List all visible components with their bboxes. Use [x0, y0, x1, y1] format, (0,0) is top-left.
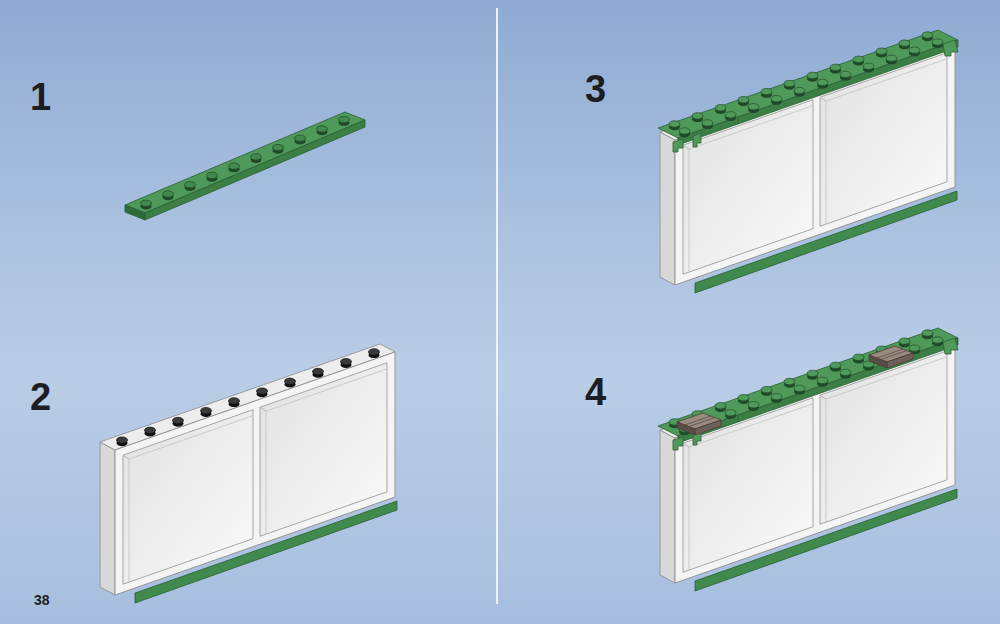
page-number: 38: [34, 593, 50, 607]
divider-line: [496, 8, 498, 604]
window-frame: [100, 344, 397, 603]
step-number: 3: [585, 70, 606, 108]
window-frame-with-plates: [658, 30, 958, 293]
step-number: 2: [30, 378, 51, 416]
step-number: 4: [585, 373, 606, 411]
tile: [869, 346, 913, 368]
step-number: 1: [30, 78, 51, 116]
window-frame-with-tiles: [658, 328, 958, 591]
tile: [677, 413, 721, 435]
green-plate: [125, 112, 365, 220]
